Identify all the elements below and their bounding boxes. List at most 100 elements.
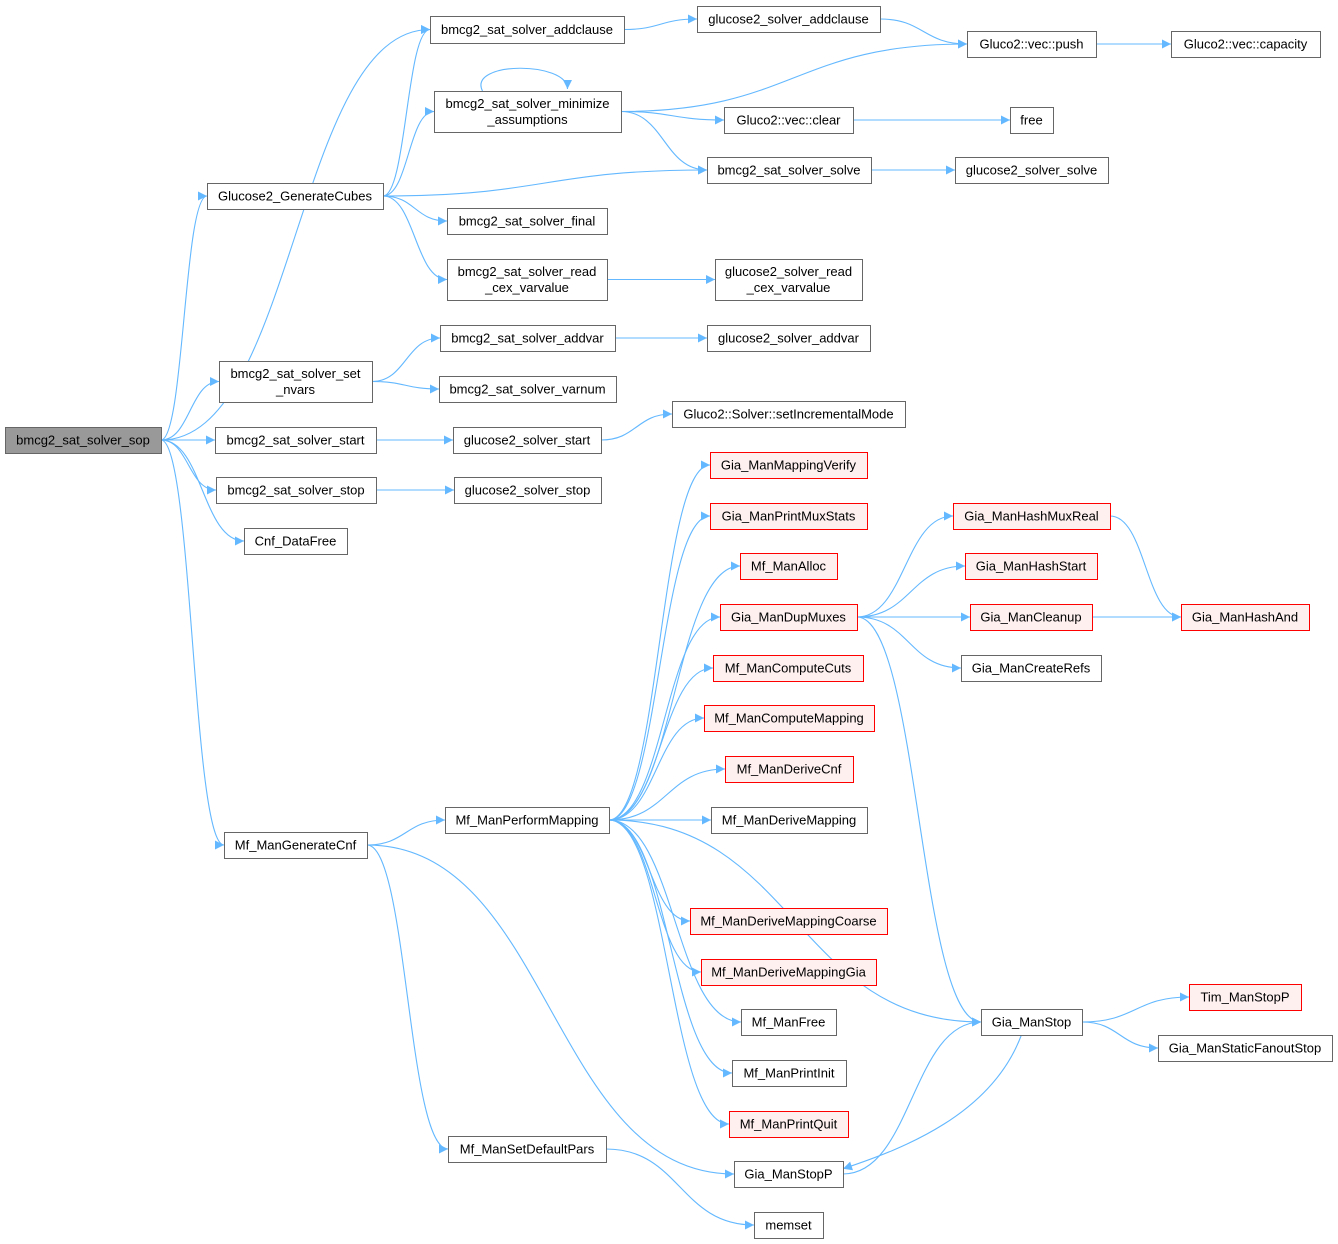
- node-mapgia[interactable]: Mf_ManDeriveMappingGia: [701, 959, 877, 986]
- node-label: Mf_ManComputeMapping: [714, 711, 864, 726]
- node-timstopp[interactable]: Tim_ManStopP: [1189, 984, 1302, 1011]
- node-label: glucose2_solver_start: [464, 433, 591, 448]
- node-box: [445, 807, 610, 834]
- node-label: Cnf_DataFree: [255, 534, 337, 549]
- edge-setnvars-to-varnum: [371, 380, 440, 394]
- node-addvar[interactable]: bmcg2_sat_solver_addvar: [440, 325, 616, 352]
- node-mapverify[interactable]: Gia_ManMappingVerify: [710, 452, 868, 479]
- node-computemapping[interactable]: Mf_ManComputeMapping: [704, 705, 875, 732]
- node-free[interactable]: free: [1010, 107, 1054, 134]
- node-clear[interactable]: Gluco2::vec::clear: [724, 107, 854, 134]
- node-start[interactable]: bmcg2_sat_solver_start: [215, 427, 377, 454]
- node-label: Gia_ManStaticFanoutStop: [1169, 1041, 1321, 1056]
- edge-perfmapping-to-derivecnf: [608, 764, 726, 821]
- node-g-readcex[interactable]: glucose2_solver_read_cex_varvalue: [715, 259, 863, 301]
- node-cleanup[interactable]: Gia_ManCleanup: [970, 604, 1093, 631]
- node-g-addclause[interactable]: glucose2_solver_addclause: [697, 6, 881, 33]
- node-label: _nvars: [275, 382, 316, 397]
- node-label: Mf_ManAlloc: [751, 559, 827, 574]
- node-minimize[interactable]: bmcg2_sat_solver_minimize_assumptions: [434, 91, 622, 133]
- node-label: bmcg2_sat_solver_sop: [16, 433, 150, 448]
- edge-giastopp-to-giastop: [842, 1017, 982, 1175]
- node-label: Gia_ManPrintMuxStats: [722, 509, 856, 524]
- node-readcex[interactable]: bmcg2_sat_solver_read_cex_varvalue: [447, 259, 608, 301]
- node-box: [955, 157, 1109, 184]
- node-label: memset: [765, 1218, 812, 1233]
- node-box: [454, 477, 602, 504]
- node-box: [439, 376, 617, 403]
- node-label: bmcg2_sat_solver_read: [458, 264, 597, 279]
- node-hashmuxreal[interactable]: Gia_ManHashMuxReal: [953, 503, 1111, 530]
- node-derivecnf[interactable]: Mf_ManDeriveCnf: [725, 756, 854, 783]
- edge-minimize-to-solve: [620, 110, 708, 175]
- node-g-solve[interactable]: glucose2_solver_solve: [955, 157, 1109, 184]
- edge-giastop-to-giastopp: [842, 1034, 1022, 1171]
- node-cubes[interactable]: Glucose2_GenerateCubes: [207, 183, 384, 210]
- node-g-addvar[interactable]: glucose2_solver_addvar: [707, 325, 871, 352]
- edge-perfmapping-to-mapverify: [608, 460, 711, 821]
- node-createrefs[interactable]: Gia_ManCreateRefs: [961, 655, 1102, 682]
- node-printinit[interactable]: Mf_ManPrintInit: [732, 1060, 847, 1087]
- node-box: [701, 959, 877, 986]
- node-label: bmcg2_sat_solver_addclause: [441, 22, 613, 37]
- node-label: Mf_ManDeriveMappingGia: [711, 965, 866, 980]
- node-addclause[interactable]: bmcg2_sat_solver_addclause: [430, 16, 625, 44]
- node-printquit[interactable]: Mf_ManPrintQuit: [729, 1111, 849, 1138]
- node-push[interactable]: Gluco2::vec::push: [967, 31, 1097, 58]
- node-perfmapping[interactable]: Mf_ManPerformMapping: [445, 807, 610, 834]
- node-final[interactable]: bmcg2_sat_solver_final: [447, 208, 608, 235]
- node-label: Gluco2::vec::capacity: [1184, 37, 1308, 52]
- node-g-stop[interactable]: glucose2_solver_stop: [454, 477, 602, 504]
- node-giastopp[interactable]: Gia_ManStopP: [734, 1161, 844, 1188]
- edge-dupmuxes-to-giastop: [856, 616, 982, 1027]
- node-label: bmcg2_sat_solver_stop: [227, 483, 364, 498]
- edges: [160, 14, 1190, 1230]
- edge-minimize-to-clear: [620, 110, 725, 125]
- node-hashand[interactable]: Gia_ManHashAnd: [1181, 604, 1310, 631]
- node-stop[interactable]: bmcg2_sat_solver_stop: [216, 477, 377, 504]
- node-box: [434, 91, 622, 133]
- node-box: [697, 6, 881, 33]
- node-solve[interactable]: bmcg2_sat_solver_solve: [707, 157, 872, 184]
- node-giastop[interactable]: Gia_ManStop: [981, 1009, 1083, 1036]
- node-alloc[interactable]: Mf_ManAlloc: [740, 553, 838, 580]
- node-box: [740, 553, 838, 580]
- node-label: Gia_ManCleanup: [980, 610, 1081, 625]
- edge-defpars-to-memset: [605, 1148, 755, 1230]
- node-gencnf[interactable]: Mf_ManGenerateCnf: [224, 832, 368, 859]
- node-box: [1181, 604, 1310, 631]
- node-setnvars[interactable]: bmcg2_sat_solver_set_nvars: [219, 361, 373, 403]
- node-varnum[interactable]: bmcg2_sat_solver_varnum: [439, 376, 617, 403]
- node-label: bmcg2_sat_solver_minimize: [445, 96, 609, 111]
- node-label: Mf_ManPerformMapping: [455, 813, 598, 828]
- node-computecuts[interactable]: Mf_ManComputeCuts: [713, 655, 864, 682]
- node-capacity[interactable]: Gluco2::vec::capacity: [1171, 31, 1321, 58]
- node-box: [244, 528, 348, 555]
- node-label: Gia_ManMappingVerify: [721, 458, 857, 473]
- node-hashstart[interactable]: Gia_ManHashStart: [965, 553, 1098, 580]
- node-memset[interactable]: memset: [754, 1212, 824, 1239]
- edge-cubes-to-addclause: [382, 25, 431, 197]
- node-label: Gia_ManHashStart: [976, 559, 1087, 574]
- node-label: Gia_ManHashMuxReal: [964, 509, 1099, 524]
- node-cnffree[interactable]: Cnf_DataFree: [244, 528, 348, 555]
- node-label: Gia_ManHashAnd: [1192, 610, 1298, 625]
- node-label: Glucose2_GenerateCubes: [218, 189, 372, 204]
- node-sop[interactable]: bmcg2_sat_solver_sop: [5, 427, 162, 454]
- node-g-start[interactable]: glucose2_solver_start: [453, 427, 602, 454]
- node-fanoutstop[interactable]: Gia_ManStaticFanoutStop: [1158, 1035, 1333, 1062]
- edge-gencnf-to-giastopp: [366, 844, 735, 1179]
- node-derivemapping[interactable]: Mf_ManDeriveMapping: [711, 807, 868, 834]
- node-label: Mf_ManPrintQuit: [740, 1117, 838, 1132]
- node-coarse[interactable]: Mf_ManDeriveMappingCoarse: [690, 908, 888, 935]
- node-dupmuxes[interactable]: Gia_ManDupMuxes: [720, 604, 858, 631]
- node-label: Gluco2::Solver::setIncrementalMode: [683, 407, 893, 422]
- node-incmode[interactable]: Gluco2::Solver::setIncrementalMode: [672, 401, 906, 428]
- node-mffree[interactable]: Mf_ManFree: [741, 1009, 837, 1036]
- node-box: [711, 807, 868, 834]
- node-muxstats[interactable]: Gia_ManPrintMuxStats: [710, 503, 868, 530]
- edge-perfmapping-to-dupmuxes: [608, 612, 721, 821]
- node-box: [967, 31, 1097, 58]
- node-defpars[interactable]: Mf_ManSetDefaultPars: [448, 1136, 607, 1163]
- node-label: bmcg2_sat_solver_addvar: [451, 331, 604, 346]
